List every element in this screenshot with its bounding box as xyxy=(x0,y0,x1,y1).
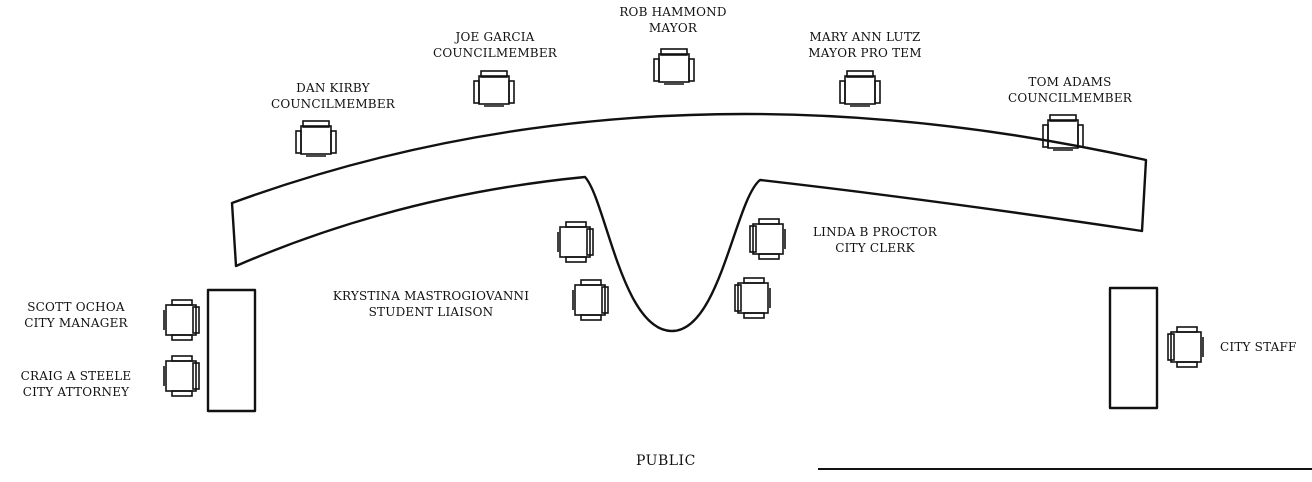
seat-label-dan-kirby: DAN KIRBY COUNCILMEMBER xyxy=(258,80,408,112)
seat-label-linda-proctor: LINDA B PROCTOR CITY CLERK xyxy=(800,224,950,256)
seat-role: CITY ATTORNEY xyxy=(22,385,130,399)
seat-name: CITY STAFF xyxy=(1220,340,1297,354)
chair-scott-ochoa-icon xyxy=(163,299,200,341)
chair-rob-hammond-icon xyxy=(653,48,695,85)
chair-dais-left-upper-icon xyxy=(557,221,594,263)
seat-role: CITY CLERK xyxy=(835,241,915,255)
chair-tom-adams-icon xyxy=(1042,114,1084,151)
chair-linda-proctor-icon xyxy=(749,218,786,260)
seat-role: COUNCILMEMBER xyxy=(432,46,558,60)
seat-label-rob-hammond: ROB HAMMOND MAYOR xyxy=(600,4,746,36)
chair-joe-garcia-icon xyxy=(473,70,515,107)
chair-city-staff-icon xyxy=(1167,326,1204,368)
seat-role: STUDENT LIAISON xyxy=(368,305,494,319)
seat-name: KRYSTINA MASTROGIOVANNI xyxy=(332,289,530,303)
seat-label-mary-ann-lutz: MARY ANN LUTZ MAYOR PRO TEM xyxy=(790,29,940,61)
staff-table-left xyxy=(206,288,257,413)
staff-table-right xyxy=(1108,286,1159,410)
seat-role: COUNCILMEMBER xyxy=(270,97,396,111)
seat-label-city-staff: CITY STAFF xyxy=(1220,339,1310,355)
seat-label-tom-adams: TOM ADAMS COUNCILMEMBER xyxy=(995,74,1145,106)
seat-name: JOE GARCIA xyxy=(455,30,535,44)
seat-name: ROB HAMMOND xyxy=(619,5,727,19)
seat-label-craig-steele: CRAIG A STEELE CITY ATTORNEY xyxy=(14,368,138,400)
chair-dan-kirby-icon xyxy=(295,120,337,157)
seat-name: DAN KIRBY xyxy=(296,81,370,95)
council-dais xyxy=(230,112,1148,333)
chair-dais-right-lower-icon xyxy=(734,277,771,319)
seat-name: LINDA B PROCTOR xyxy=(813,225,937,239)
seat-role: CITY MANAGER xyxy=(24,316,128,330)
seat-label-krystina-mastrogiovanni: KRYSTINA MASTROGIOVANNI STUDENT LIAISON xyxy=(300,288,562,320)
seat-label-joe-garcia: JOE GARCIA COUNCILMEMBER xyxy=(420,29,570,61)
chair-craig-steele-icon xyxy=(163,355,200,397)
seat-name: SCOTT OCHOA xyxy=(27,300,125,314)
seat-name: TOM ADAMS xyxy=(1028,75,1112,89)
chair-dais-left-lower-icon xyxy=(572,279,609,321)
seat-role: MAYOR xyxy=(648,21,698,35)
seat-name: CRAIG A STEELE xyxy=(20,369,132,383)
seat-name: MARY ANN LUTZ xyxy=(809,30,921,44)
seat-role: COUNCILMEMBER xyxy=(1007,91,1133,105)
seat-label-scott-ochoa: SCOTT OCHOA CITY MANAGER xyxy=(14,299,138,331)
seat-role: MAYOR PRO TEM xyxy=(808,46,922,60)
chair-mary-ann-lutz-icon xyxy=(839,70,881,107)
public-label: PUBLIC xyxy=(636,453,696,469)
